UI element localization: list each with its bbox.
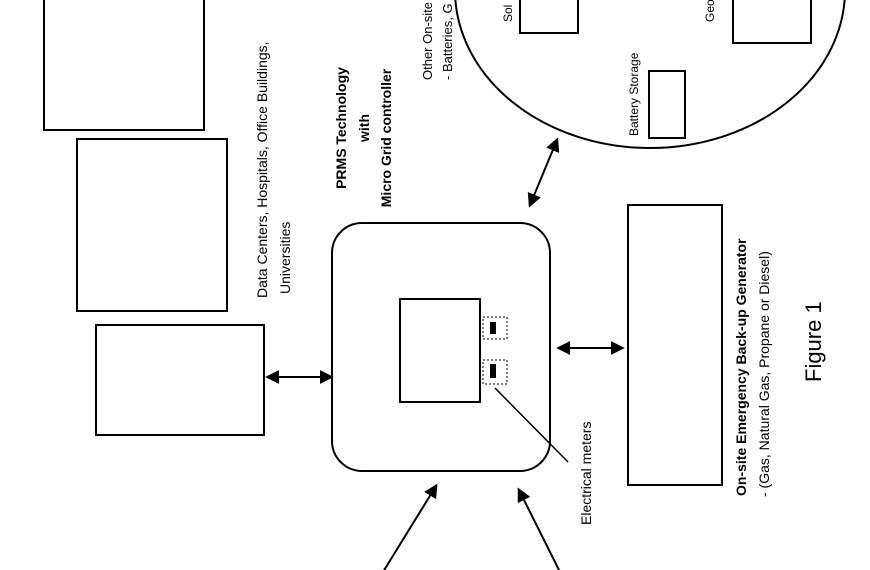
meters-label: Electrical meters bbox=[578, 422, 594, 525]
meter-icon-2 bbox=[482, 359, 508, 385]
controller-box bbox=[331, 222, 551, 472]
generator-box bbox=[627, 204, 723, 486]
meters-pointer-line bbox=[494, 387, 569, 463]
solar-box bbox=[519, 0, 579, 34]
controller-label-line1: PRMS Technology bbox=[333, 67, 349, 189]
generator-title: On-site Emergency Back-up Generator bbox=[733, 238, 749, 496]
onsite-resources-circle bbox=[454, 0, 846, 149]
arrow-bottom-left bbox=[383, 483, 438, 570]
building-box-top bbox=[43, 0, 205, 131]
generator-detail: - (Gas, Natural Gas, Propane or Diesel) bbox=[756, 251, 772, 497]
battery-storage-box bbox=[648, 70, 686, 139]
geo-box bbox=[732, 0, 812, 44]
meter-icon-1 bbox=[482, 316, 508, 340]
onsite-label-line2: - Batteries, G bbox=[440, 3, 455, 80]
arrow-controller-circle bbox=[527, 137, 560, 208]
solar-label: Sol bbox=[501, 5, 515, 22]
building-box-middle bbox=[76, 138, 228, 312]
buildings-label-line2: Universities bbox=[277, 222, 293, 294]
figure-caption: Figure 1 bbox=[801, 301, 826, 382]
controller-screen bbox=[399, 298, 481, 403]
controller-label-line2: with bbox=[356, 114, 372, 143]
geo-label: Geo bbox=[703, 0, 717, 22]
onsite-label-line1: Other On-site bbox=[420, 2, 435, 80]
controller-label-line3: Micro Grid controller bbox=[378, 68, 394, 207]
building-box-bottom bbox=[95, 324, 265, 436]
arrow-bottom-right bbox=[517, 487, 561, 570]
battery-storage-label: Battery Storage bbox=[627, 52, 641, 136]
buildings-label-line1: Data Centers, Hospitals, Office Building… bbox=[254, 41, 270, 298]
